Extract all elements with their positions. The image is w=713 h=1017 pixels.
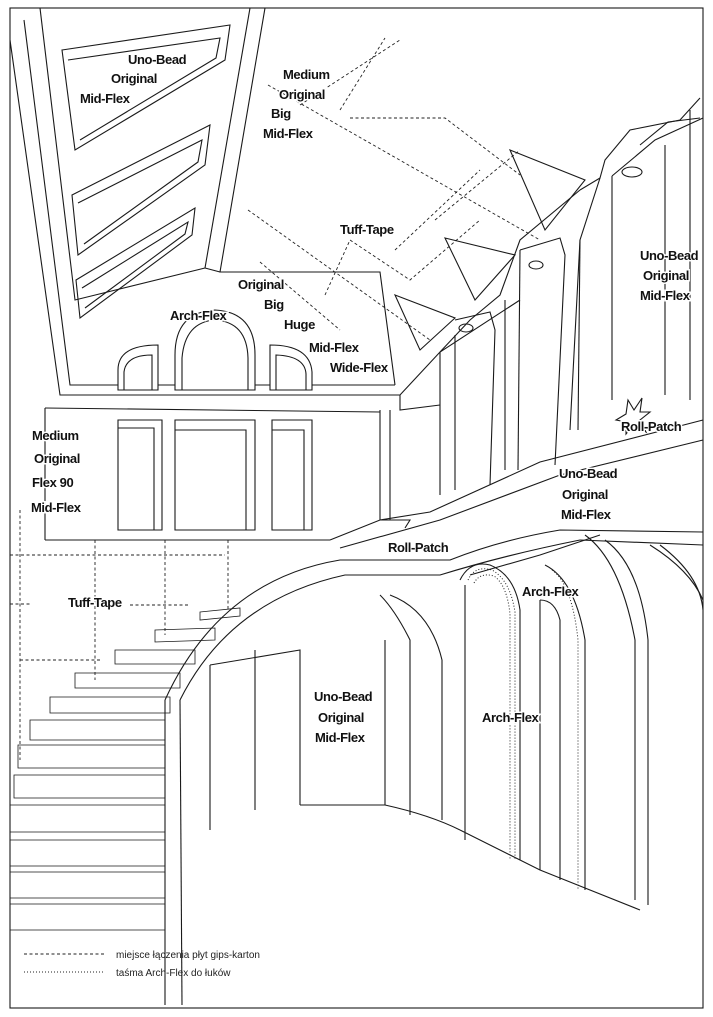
- ceiling-structure: [9, 7, 521, 396]
- legend-dashed-text: miejsce łączenia płyt gips-karton: [116, 950, 260, 961]
- svg-text:Original: Original: [318, 710, 364, 725]
- roll-patch-starburst: [614, 397, 652, 436]
- svg-text:Original: Original: [111, 71, 157, 86]
- svg-text:Mid-Flex: Mid-Flex: [640, 288, 691, 303]
- svg-text:Original: Original: [643, 268, 689, 283]
- right-wall-mid-label: Uno-Bead Original Mid-Flex: [558, 465, 620, 524]
- ceiling-seams: [247, 37, 541, 341]
- wall-seams: [10, 510, 229, 760]
- balcony-structure: [379, 97, 704, 520]
- under-stairs-label: Uno-Bead Original Mid-Flex: [313, 688, 375, 747]
- roll-patch-right-label: Roll-Patch: [621, 419, 682, 434]
- svg-text:Big: Big: [271, 106, 291, 121]
- arch-flex-top-label: Arch-Flex: [170, 308, 228, 323]
- arched-windows: [117, 309, 313, 391]
- tuff-tape-top-label: Tuff-Tape: [340, 222, 394, 237]
- svg-text:Original: Original: [279, 87, 325, 102]
- svg-text:Mid-Flex: Mid-Flex: [263, 126, 314, 141]
- svg-text:Medium: Medium: [32, 428, 79, 443]
- arch-flex-bottom-label: Arch-Flex: [482, 710, 540, 725]
- left-wall-label: Medium Original Flex 90 Mid-Flex: [30, 427, 84, 517]
- svg-text:Original: Original: [562, 487, 608, 502]
- svg-text:Original: Original: [238, 277, 284, 292]
- svg-text:Original: Original: [34, 451, 80, 466]
- ceiling-mid-label: Medium Original Big Mid-Flex: [262, 66, 332, 143]
- under-stairs-area: [209, 640, 461, 831]
- frame: [9, 7, 704, 1009]
- right-wall-top-label: Uno-Bead Original Mid-Flex: [639, 247, 701, 305]
- ceiling-left-label: Uno-Bead Original Mid-Flex: [79, 51, 189, 108]
- arch-flex-right-label: Arch-Flex: [522, 584, 580, 599]
- svg-text:Mid-Flex: Mid-Flex: [309, 340, 360, 355]
- legend-dotted-text: taśma Arch-Flex do łuków: [116, 968, 231, 979]
- svg-text:Mid-Flex: Mid-Flex: [31, 500, 82, 515]
- staircase: [9, 529, 704, 1006]
- lower-arches: [379, 534, 704, 911]
- svg-text:Big: Big: [264, 297, 284, 312]
- svg-text:Medium: Medium: [283, 67, 330, 82]
- svg-text:Mid-Flex: Mid-Flex: [561, 507, 612, 522]
- svg-text:Uno-Bead: Uno-Bead: [128, 52, 187, 67]
- tuff-tape-bottom-label: Tuff-Tape: [68, 595, 122, 610]
- mid-wall: [44, 407, 704, 549]
- svg-text:Flex 90: Flex 90: [32, 475, 73, 490]
- svg-text:Uno-Bead: Uno-Bead: [640, 248, 699, 263]
- legend: miejsce łączenia płyt gips-karton taśma …: [24, 950, 260, 979]
- svg-text:Mid-Flex: Mid-Flex: [315, 730, 366, 745]
- svg-text:Wide-Flex: Wide-Flex: [330, 360, 389, 375]
- ceiling-corner-label: Original Big Huge Mid-Flex Wide-Flex: [237, 276, 391, 377]
- svg-text:Uno-Bead: Uno-Bead: [314, 689, 373, 704]
- roll-patch-mid-label: Roll-Patch: [388, 540, 449, 555]
- svg-text:Huge: Huge: [284, 317, 315, 332]
- svg-text:Uno-Bead: Uno-Bead: [559, 466, 618, 481]
- svg-text:Mid-Flex: Mid-Flex: [80, 91, 131, 106]
